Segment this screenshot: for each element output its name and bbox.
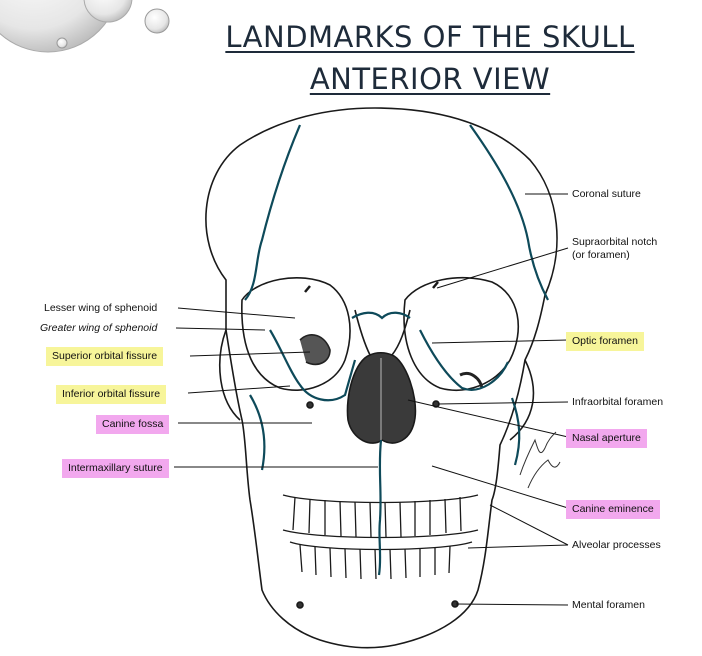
right-zygomatic-suture — [510, 397, 521, 466]
leader-alveolar-2 — [467, 544, 569, 549]
label-mental-foramen: Mental foramen — [572, 599, 645, 611]
label-coronal-suture: Coronal suture — [572, 188, 641, 200]
bubble-large — [0, 0, 118, 53]
label-intermaxillary-suture: Intermaxillary suture — [62, 459, 169, 478]
label-supraorbital-notch-1: Supraorbital notch — [572, 236, 658, 248]
skull-outline — [205, 107, 558, 649]
label-nasal-aperture: Nasal aperture — [566, 429, 647, 448]
leader-infraorbital — [437, 401, 569, 405]
label-inferior-orbital-fissure: Inferior orbital fissure — [56, 385, 167, 404]
left-fissure — [299, 334, 331, 366]
leader-mental — [455, 603, 569, 606]
leader-optic — [431, 339, 569, 344]
left-orbit-suture — [269, 329, 357, 402]
supraorbital-notch — [304, 281, 439, 293]
label-infraorbital-foramen: Infraorbital foramen — [572, 396, 664, 408]
frontonasal-suture — [351, 311, 411, 320]
label-alveolar-processes: Alveolar processes — [572, 539, 661, 551]
label-lesser-wing: Lesser wing of sphenoid — [44, 302, 158, 314]
bubble-small — [144, 8, 170, 34]
label-greater-wing: Greater wing of sphenoid — [40, 322, 158, 334]
leader-supraorbital — [436, 247, 569, 289]
bubble-tiny — [56, 37, 68, 49]
left-infraorbital-foramen — [306, 401, 314, 409]
intermaxillary-suture-line — [377, 439, 383, 576]
leader-lesser-wing — [177, 307, 296, 319]
leader-superior-fissure — [189, 351, 311, 357]
right-fissure — [459, 372, 484, 389]
leader-nasal — [407, 399, 569, 438]
label-optic-foramen: Optic foramen — [566, 332, 644, 351]
label-superior-orbital-fissure: Superior orbital fissure — [46, 347, 164, 366]
right-cheek — [509, 359, 535, 441]
label-supraorbital-notch-2: (or foramen) — [572, 249, 630, 261]
title-line-1: LANDMARKS OF THE SKULL — [225, 20, 635, 54]
coronal-suture-right — [469, 124, 549, 301]
label-canine-fossa: Canine fossa — [96, 415, 170, 434]
coronal-suture-left — [244, 124, 302, 301]
right-orbit-suture — [419, 329, 510, 391]
left-orbit — [241, 277, 351, 391]
leader-canine-eminence — [431, 465, 569, 509]
title-line-2: ANTERIOR VIEW — [309, 62, 551, 96]
bubble-medium — [83, 0, 133, 23]
label-canine-eminence: Canine eminence — [566, 500, 660, 519]
leader-inferior-fissure — [187, 385, 291, 394]
left-mental-foramen — [296, 601, 304, 609]
left-zygomatic-suture — [249, 394, 266, 471]
left-cheek — [218, 329, 241, 421]
leader-alveolar-1 — [489, 504, 569, 546]
leader-greater-wing — [175, 327, 266, 331]
right-orbit — [403, 276, 520, 391]
